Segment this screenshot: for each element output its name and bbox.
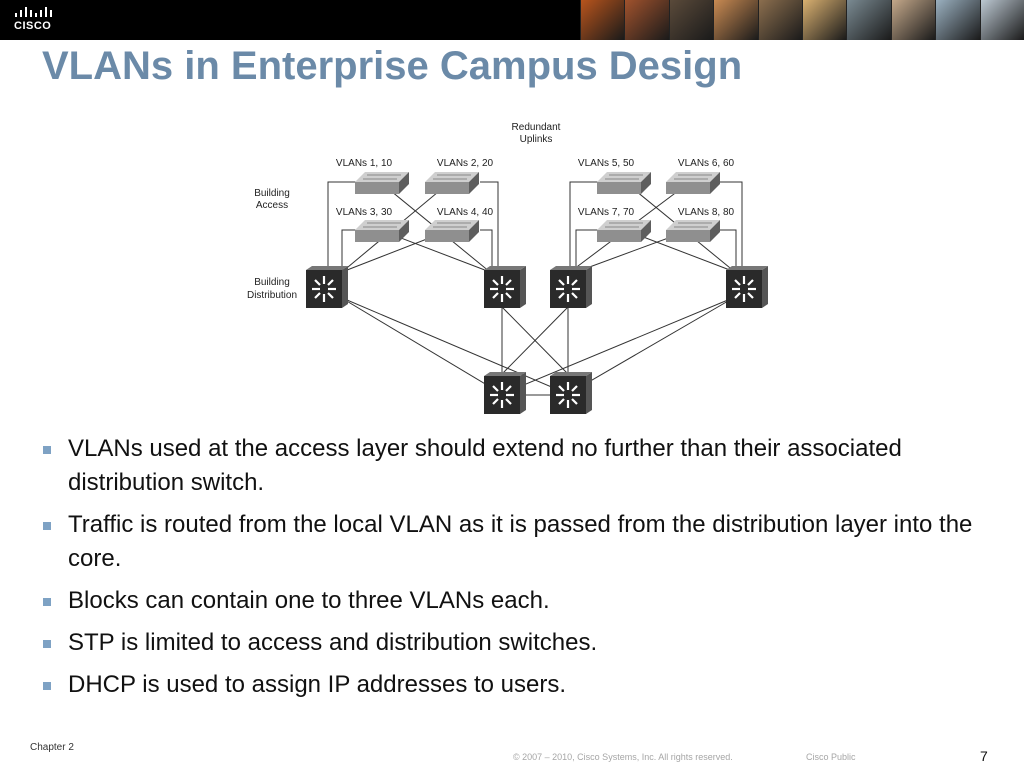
bullet-item: DHCP is used to assign IP addresses to u…	[40, 668, 990, 702]
bullet-text: Blocks can contain one to three VLANs ea…	[68, 587, 550, 614]
building-distribution-label-2: Distribution	[247, 290, 297, 301]
header-photo	[890, 0, 936, 40]
vlan-label: VLANs 2, 20	[437, 158, 494, 169]
access-switch-icon	[424, 219, 480, 243]
header-photo	[668, 0, 714, 40]
vlan-label: VLANs 5, 50	[578, 158, 635, 169]
bullet-text: Traffic is routed from the local VLAN as…	[68, 511, 973, 572]
square-bullet-icon	[43, 682, 51, 690]
building-access-label: Building	[254, 188, 290, 199]
access-switch-icon	[596, 171, 652, 195]
vlan-label: VLANs 8, 80	[678, 207, 735, 218]
vlan-label: VLANs 1, 10	[336, 158, 393, 169]
building-distribution-label: Building	[254, 277, 290, 288]
header-photo	[802, 0, 847, 40]
page-number: 7	[980, 748, 988, 764]
header-photo	[713, 0, 758, 40]
bullet-item: STP is limited to access and distributio…	[40, 626, 990, 660]
header-bar: CISCO	[0, 0, 1024, 40]
bullet-list: VLANs used at the access layer should ex…	[40, 432, 990, 710]
bullet-text: STP is limited to access and distributio…	[68, 629, 598, 656]
header-photo-strip	[580, 0, 1024, 40]
footer-chapter: Chapter 2	[30, 742, 74, 753]
bullet-item: Traffic is routed from the local VLAN as…	[40, 508, 990, 576]
vlan-label: VLANs 3, 30	[336, 207, 393, 218]
bullet-text: VLANs used at the access layer should ex…	[68, 435, 902, 496]
redundant-uplinks-label-2: Uplinks	[520, 134, 553, 145]
access-switch-icon	[665, 171, 721, 195]
square-bullet-icon	[43, 446, 51, 454]
multilayer-switch-icon	[724, 264, 770, 310]
access-switch-icon	[596, 219, 652, 243]
slide-title: VLANs in Enterprise Campus Design	[42, 44, 743, 88]
campus-network-diagram: Redundant Uplinks Building Access Buildi…	[247, 122, 770, 416]
vlan-label: VLANs 6, 60	[678, 158, 735, 169]
redundant-uplinks-label: Redundant	[512, 122, 561, 133]
square-bullet-icon	[43, 640, 51, 648]
header-photo	[580, 0, 625, 40]
multilayer-switch-icon	[548, 264, 594, 310]
header-photo	[624, 0, 669, 40]
multilayer-switch-icon	[548, 370, 594, 416]
access-switch-icon	[665, 219, 721, 243]
square-bullet-icon	[43, 522, 51, 530]
bullet-item: VLANs used at the access layer should ex…	[40, 432, 990, 500]
header-photo	[935, 0, 980, 40]
footer-classification: Cisco Public	[806, 752, 856, 762]
multilayer-switch-icon	[304, 264, 350, 310]
header-photo	[979, 0, 1024, 40]
access-switch-icon	[354, 219, 410, 243]
cisco-logo-icon	[15, 7, 52, 17]
vlan-label: VLANs 7, 70	[578, 207, 635, 218]
footer-copyright: © 2007 – 2010, Cisco Systems, Inc. All r…	[513, 752, 733, 762]
multilayer-switch-icon	[482, 264, 528, 310]
building-access-label-2: Access	[256, 200, 288, 211]
square-bullet-icon	[43, 598, 51, 606]
header-photo	[846, 0, 891, 40]
access-switch-icon	[354, 171, 410, 195]
logo-wordmark: CISCO	[14, 20, 52, 32]
header-photo	[757, 0, 803, 40]
vlan-label: VLANs 4, 40	[437, 207, 494, 218]
bullet-text: DHCP is used to assign IP addresses to u…	[68, 671, 567, 698]
bullet-item: Blocks can contain one to three VLANs ea…	[40, 584, 990, 618]
multilayer-switch-icon	[482, 370, 528, 416]
access-switch-icon	[424, 171, 480, 195]
